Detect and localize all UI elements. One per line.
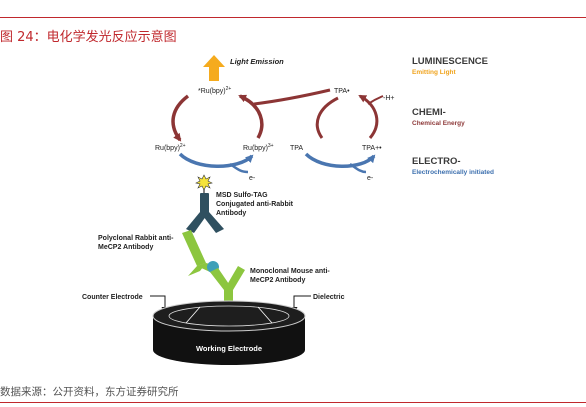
figure-title: 图 24：电化学发光反应示意图 [0, 30, 177, 45]
top-rule [0, 17, 586, 18]
tpa-cycle-right-arrow [358, 94, 379, 139]
light-emission-arrow-icon [203, 55, 225, 81]
msd-label-line2: Conjugated anti-Rabbit [216, 201, 294, 208]
ru-cycle-right-arrow [238, 94, 264, 139]
electron-left-label: e- [249, 175, 256, 182]
sulfo-tag-star-icon [195, 174, 213, 191]
minus-h-label: -H+ [383, 95, 394, 102]
electro-arrow-left [178, 152, 254, 168]
monoclonal-antibody-icon [210, 266, 245, 311]
legend-electro-subtitle: Electrochemically initiated [412, 169, 494, 176]
legend-electro-title: ELECTRO- [412, 156, 461, 167]
legend-chemi-subtitle: Chemical Energy [412, 120, 465, 127]
dielectric-pointer [290, 295, 311, 314]
monoclonal-label-line2: MeCP2 Antibody [250, 277, 305, 284]
monoclonal-label-line1: Monoclonal Mouse anti- [250, 268, 330, 275]
minus-h-arrow [367, 95, 384, 105]
msd-label-line1: MSD Sulfo-TAG [216, 192, 268, 199]
polyclonal-label-line1: Polyclonal Rabbit anti- [98, 235, 174, 242]
counter-electrode-label: Counter Electrode [82, 294, 143, 301]
working-electrode-label: Working Electrode [196, 344, 262, 353]
tpa-radical-transfer-arrow [253, 88, 331, 106]
electron-right-branch [349, 162, 367, 174]
legend-luminescence-subtitle: Emitting Light [412, 69, 457, 76]
legend-luminescence-title: LUMINESCENCE [412, 56, 488, 67]
light-emission-label: Light Emission [230, 57, 284, 66]
tpa-radical-label: TPA• [334, 88, 350, 95]
tpa-cycle-left-arrow [315, 96, 339, 139]
msd-label-line3: Antibody [216, 210, 246, 217]
legend-chemi-title: CHEMI- [412, 107, 446, 118]
ru-excited-label: *Ru(bpy)2+ [198, 86, 231, 95]
electro-arrow-right [304, 152, 376, 168]
tpa-label: TPA [290, 145, 303, 152]
counter-electrode-pointer [150, 295, 169, 314]
ru-oxidized-label: Ru(bpy)3+ [243, 143, 274, 152]
electron-right-label: e- [367, 175, 374, 182]
ru-ground-label: Ru(bpy)2+ [155, 143, 186, 152]
source-note: 数据来源：公开资料，东方证券研究所 [0, 386, 179, 398]
msd-antibody-icon [186, 193, 224, 233]
dielectric-label: Dielectric [313, 294, 345, 301]
working-electrode-disc [152, 300, 306, 365]
ru-cycle-left-arrow [171, 94, 190, 142]
polyclonal-label-line2: MeCP2 Antibody [98, 244, 153, 251]
electron-left-branch [229, 162, 249, 174]
bottom-rule [0, 402, 586, 403]
tpa-cation-label: TPA+• [362, 145, 382, 152]
